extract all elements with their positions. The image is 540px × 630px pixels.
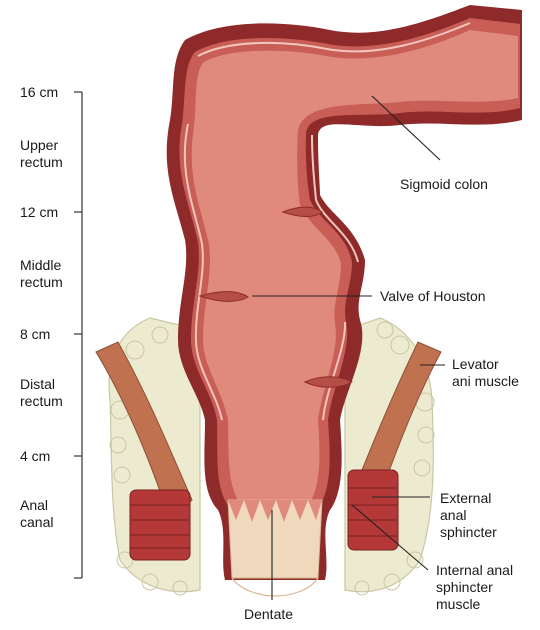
anal-canal (228, 500, 322, 596)
callout-external-anal-sphincter: External anal sphincter (440, 490, 497, 541)
segment-distal-rectum: Distal rectum (20, 376, 63, 410)
callout-levator-ani: Levator ani muscle (452, 356, 519, 390)
scale-tick-16cm: 16 cm (20, 84, 58, 101)
scale-tick-8cm: 8 cm (20, 326, 50, 343)
length-scale (74, 92, 82, 578)
callout-sigmoid-colon: Sigmoid colon (400, 176, 488, 193)
scale-tick-12cm: 12 cm (20, 204, 58, 221)
segment-middle-rectum: Middle rectum (20, 257, 63, 291)
segment-upper-rectum: Upper rectum (20, 137, 63, 171)
scale-tick-4cm: 4 cm (20, 448, 50, 465)
callout-valve-of-houston: Valve of Houston (380, 288, 486, 305)
callout-dentate: Dentate (244, 606, 293, 623)
callout-internal-anal-sphincter: Internal anal sphincter muscle (436, 562, 513, 613)
segment-anal-canal: Anal canal (20, 497, 53, 531)
